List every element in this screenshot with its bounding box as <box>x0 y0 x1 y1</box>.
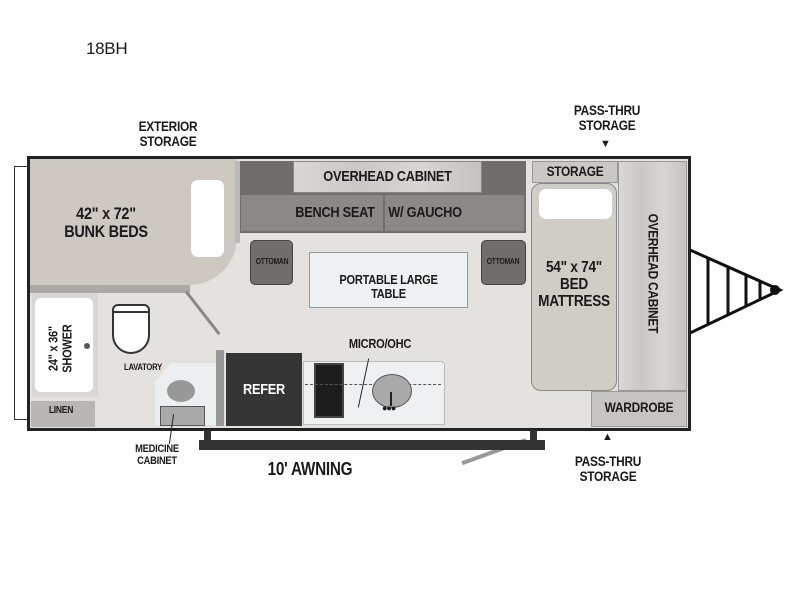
kitchen-sink-icon <box>372 374 412 408</box>
storage-label: STORAGE <box>546 163 604 179</box>
wardrobe <box>591 391 687 427</box>
refer-label: REFER <box>243 381 285 398</box>
ottoman-left <box>250 240 293 285</box>
wardrobe-label: WARDROBE <box>604 399 674 415</box>
faucet-icon <box>390 392 392 406</box>
awning-post-right <box>530 430 537 442</box>
bath-sink-icon <box>167 380 195 402</box>
bench-seat-right <box>385 195 524 231</box>
bunk-beds-label: 42" x 72" BUNK BEDS <box>64 204 148 241</box>
medicine-cabinet <box>160 406 205 426</box>
faucet-handles-icon: ●●● <box>382 403 396 413</box>
arrow-down-icon: ▼ <box>600 138 611 150</box>
bench-seat-label: BENCH SEAT <box>295 204 375 221</box>
awning-label: 10' AWNING <box>267 459 353 479</box>
overhead-cabinet-top-label: OVERHEAD CABINET <box>323 168 452 185</box>
linen-cabinet <box>31 401 95 427</box>
lavatory-label: LAVATORY <box>124 362 162 372</box>
gaucho-label: W/ GAUCHO <box>388 204 462 221</box>
rear-bumper <box>14 166 28 420</box>
portable-table <box>309 252 468 308</box>
table-label: PORTABLE LARGE TABLE <box>339 272 438 301</box>
toilet-tank <box>114 311 148 313</box>
overhead-cabinet-right <box>618 161 687 391</box>
stove-icon <box>314 363 344 418</box>
micro-ohc-label: MICRO/OHC <box>348 336 412 351</box>
arrow-up-icon: ▲ <box>602 431 613 443</box>
bed-label: 54" x 74" BED MATTRESS <box>538 259 610 310</box>
ottoman-right <box>481 240 526 285</box>
floorplan-title: 18BH <box>86 39 128 58</box>
shower-pan <box>35 298 93 392</box>
pass-thru-storage-top-label: PASS-THRU STORAGE <box>573 102 641 133</box>
dinette-wall <box>235 161 240 243</box>
bunk-shelf <box>30 285 190 293</box>
medicine-cabinet-label: MEDICINE CABINET <box>135 443 179 467</box>
hitch-tongue-icon <box>690 248 784 335</box>
bench-seat-left <box>241 195 383 231</box>
refrigerator <box>226 353 302 426</box>
awning-post-left <box>204 430 211 442</box>
ottoman-left-label: OTTOMAN <box>255 257 289 266</box>
ottoman-right-label: OTTOMAN <box>486 257 520 266</box>
storage-cabinet <box>532 161 618 183</box>
overhead-cabinet-top <box>293 161 482 193</box>
bunk-pillow <box>191 180 224 257</box>
overhead-cabinet-right-label: OVERHEAD CABINET <box>645 213 662 334</box>
bed-pillow <box>539 189 612 219</box>
linen-label: LINEN <box>48 405 74 416</box>
exterior-storage-label: EXTERIOR STORAGE <box>138 118 198 149</box>
awning-bar <box>199 440 545 450</box>
shower-label: 24" x 36" SHOWER <box>45 324 74 373</box>
shower-drain-icon <box>84 343 90 349</box>
pass-thru-storage-bottom-label: PASS-THRU STORAGE <box>574 453 642 484</box>
refer-panel <box>216 350 224 426</box>
